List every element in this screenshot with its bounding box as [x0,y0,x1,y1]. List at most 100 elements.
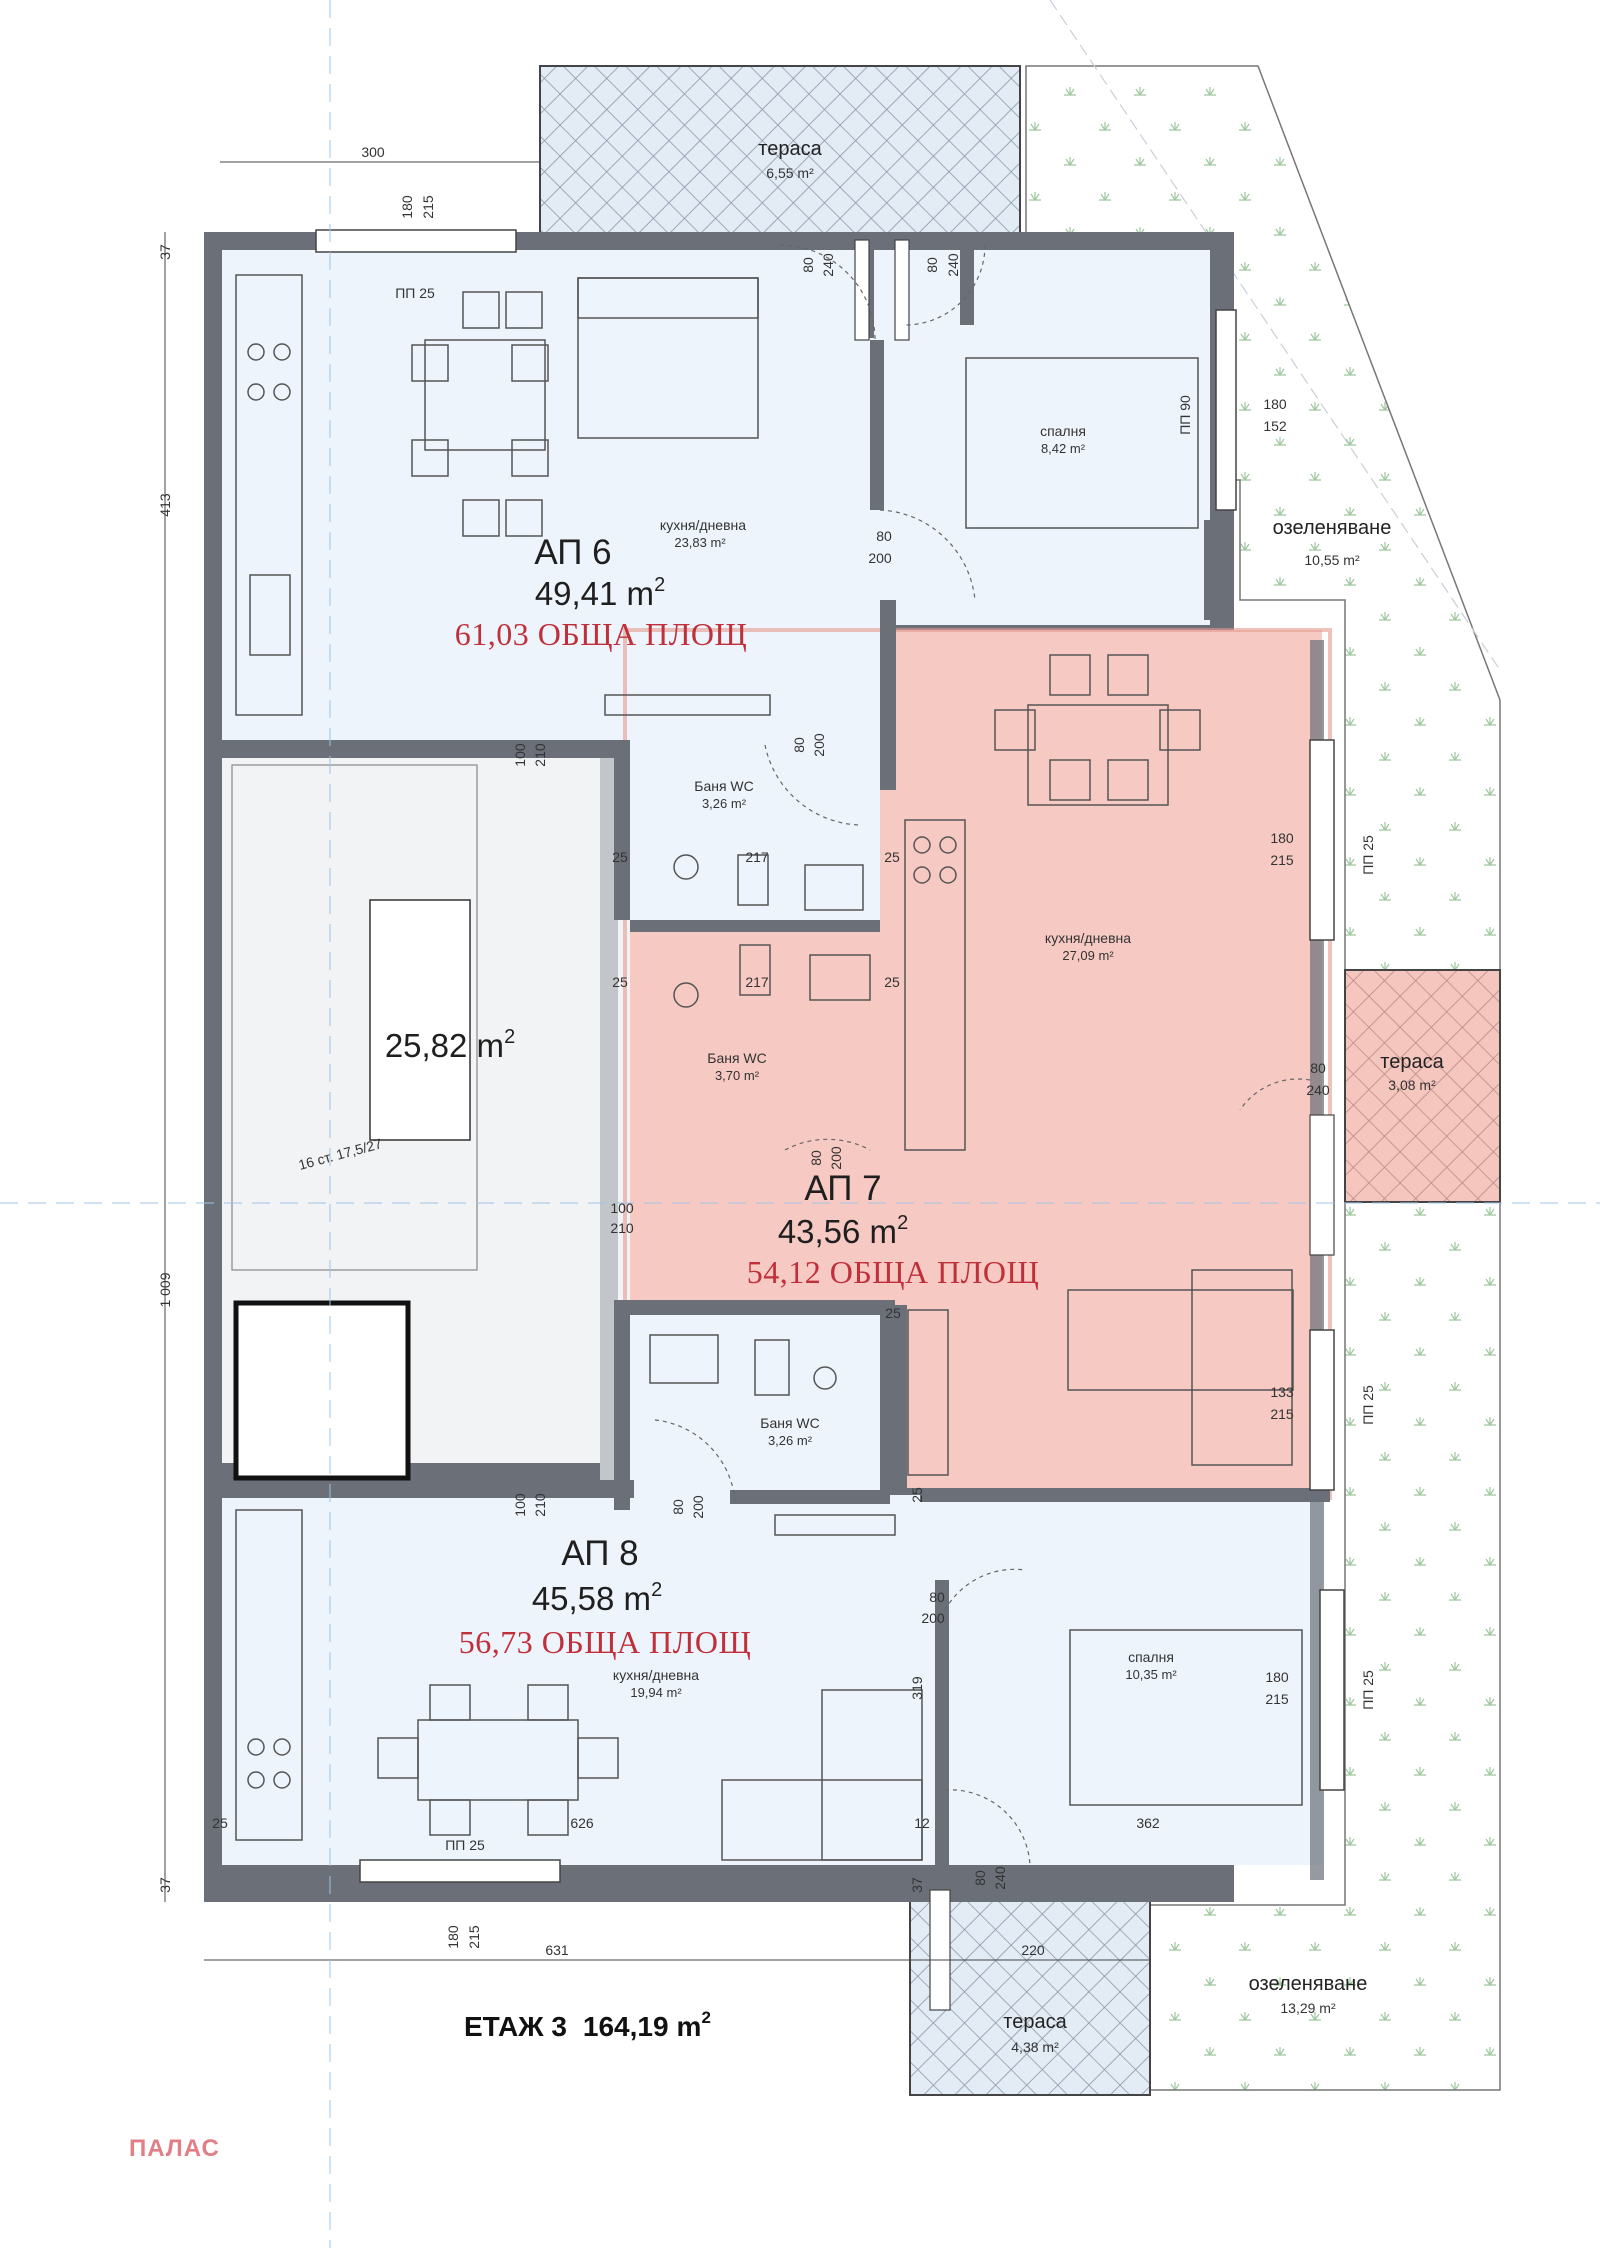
ap8-kitchen-name: кухня/дневна [613,1667,699,1683]
svg-text:25: 25 [212,1815,228,1831]
ap6-kitchen-name: кухня/дневна [660,517,746,533]
svg-text:1 009: 1 009 [157,1272,173,1307]
brand-label: ПАЛАС [129,2135,220,2162]
svg-text:25: 25 [612,974,628,990]
svg-text:100: 100 [512,1493,528,1517]
green-bottom-area: 13,29 m² [1280,2000,1336,2016]
svg-text:210: 210 [532,1493,548,1517]
svg-text:180: 180 [445,1925,461,1949]
svg-text:37: 37 [157,244,173,260]
ap8-area: 45,58 m2 [532,1579,662,1617]
ap8-total: 56,73 ОБЩА ПЛОЩ [459,1624,752,1660]
svg-text:240: 240 [1306,1082,1330,1098]
ap7-name: АП 7 [804,1169,881,1208]
ap8-bath-area: 3,26 m² [768,1433,813,1448]
svg-text:215: 215 [1270,1406,1294,1422]
svg-text:220: 220 [1021,1942,1045,1958]
svg-text:ПП 25: ПП 25 [1360,835,1376,875]
ap6-bedroom-name: спалня [1040,423,1086,439]
terrace-bottom-name: тераса [1003,2011,1067,2033]
svg-text:200: 200 [690,1495,706,1519]
terrace-right-area: 3,08 m² [1388,1077,1436,1093]
svg-text:80: 80 [972,1870,988,1886]
dimensions: 300 37 413 1 009 37 631 220 180 215 ПП 2… [157,144,1376,1958]
svg-text:200: 200 [921,1610,945,1626]
svg-text:215: 215 [1270,852,1294,868]
svg-text:80: 80 [1310,1060,1326,1076]
green-bottom-name: озеленяване [1249,1973,1368,1995]
svg-text:80: 80 [924,257,940,273]
svg-text:217: 217 [745,974,769,990]
green-top-area: 10,55 m² [1304,552,1360,568]
svg-text:80: 80 [800,257,816,273]
terrace-right-hatch [1344,969,1501,1203]
svg-text:100: 100 [512,743,528,767]
svg-text:413: 413 [157,493,173,517]
svg-text:240: 240 [992,1866,1008,1890]
svg-text:ПП 25: ПП 25 [1360,1670,1376,1710]
svg-text:37: 37 [157,1877,173,1893]
ap8-kitchen-area: 19,94 m² [630,1685,682,1700]
terrace-bottom-area: 4,38 m² [1011,2039,1059,2055]
svg-text:80: 80 [929,1589,945,1605]
interior-walls [204,240,1330,1880]
windows [315,229,1345,2011]
svg-text:362: 362 [1136,1815,1160,1831]
svg-text:215: 215 [1265,1691,1289,1707]
svg-text:25: 25 [884,974,900,990]
ap6-area: 49,41 m2 [535,574,665,612]
svg-text:25: 25 [885,1305,901,1321]
svg-text:210: 210 [610,1220,634,1236]
svg-text:152: 152 [1263,418,1287,434]
svg-text:319: 319 [909,1676,925,1700]
svg-text:133: 133 [1270,1384,1294,1400]
terrace-top-hatch [539,65,1021,237]
ap6-total: 61,03 ОБЩА ПЛОЩ [455,616,748,652]
svg-text:210: 210 [532,743,548,767]
svg-text:80: 80 [670,1499,686,1515]
svg-text:180: 180 [1265,1669,1289,1685]
svg-text:80: 80 [808,1150,824,1166]
svg-text:37: 37 [909,1877,925,1893]
ap8-bedroom-name: спалня [1128,1649,1174,1665]
ap6-bath-area: 3,26 m² [702,796,747,811]
terrace-right-name: тераса [1380,1051,1444,1073]
svg-text:25: 25 [612,849,628,865]
svg-text:100: 100 [610,1200,634,1216]
ap7-kitchen-area: 27,09 m² [1062,948,1114,963]
svg-text:180: 180 [1263,396,1287,412]
svg-text:12: 12 [914,1815,930,1831]
svg-text:217: 217 [745,849,769,865]
svg-text:180: 180 [1270,830,1294,846]
svg-text:25: 25 [909,1487,925,1503]
svg-text:300: 300 [361,144,385,160]
terrace-top-name: тераса [758,138,822,160]
svg-text:240: 240 [820,253,836,277]
svg-text:25: 25 [884,849,900,865]
svg-text:626: 626 [570,1815,594,1831]
svg-text:80: 80 [791,737,807,753]
ap6-kitchen-area: 23,83 m² [674,535,726,550]
ap7-area: 43,56 m2 [778,1212,908,1250]
ap8-bath-name: Баня WC [760,1415,820,1431]
svg-text:ПП 25: ПП 25 [445,1837,485,1853]
svg-text:ПП 25: ПП 25 [395,285,435,301]
svg-text:215: 215 [420,195,436,219]
ap7-kitchen-name: кухня/дневна [1045,930,1131,946]
door-swings [654,244,1311,1866]
svg-text:200: 200 [811,733,827,757]
svg-text:ПП 90: ПП 90 [1177,395,1193,435]
ap6-name: АП 6 [534,533,611,572]
ap8-bedroom-area: 10,35 m² [1125,1667,1177,1682]
ap7-bath-area: 3,70 m² [715,1068,760,1083]
svg-text:ПП 25: ПП 25 [1360,1385,1376,1425]
svg-text:180: 180 [399,195,415,219]
furniture [231,274,1303,1861]
svg-text:240: 240 [945,253,961,277]
terrace-top-area: 6,55 m² [766,165,814,181]
svg-text:200: 200 [828,1146,844,1170]
green-top-name: озеленяване [1273,517,1392,539]
